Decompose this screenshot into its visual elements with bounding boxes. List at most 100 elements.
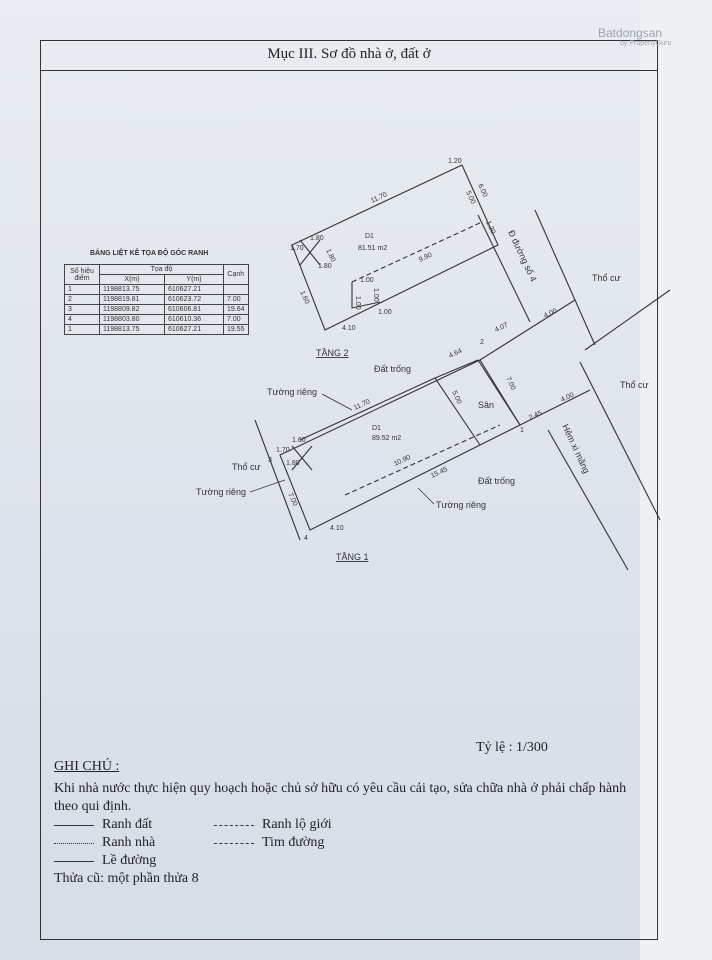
neighbor-right: [519, 389, 591, 426]
neighbor-left: [254, 419, 301, 541]
floor1-area: 89.52 m2: [372, 435, 401, 442]
title-divider: [40, 70, 658, 71]
diag-boundary: [584, 289, 671, 351]
legend-item: Tim đường: [214, 834, 374, 852]
floor2-dim-inner: 9.90: [418, 252, 433, 264]
alley-left: [547, 429, 629, 571]
legend-item: Lề đường: [54, 852, 214, 870]
dashed-line-icon: [214, 824, 254, 826]
floor1-yard-wall: [477, 359, 521, 426]
floor2-dim-mid-b: 1.00: [372, 288, 379, 302]
scale-label: Tỷ lệ : 1/300: [476, 740, 548, 755]
floor1-dim-l-a: 1.70: [276, 447, 290, 454]
point-2: 2: [480, 339, 484, 346]
notes-section: GHI CHÚ : Khi nhà nước thực hiện quy hoạ…: [54, 758, 644, 888]
floor1-dim-front-a: 4.64: [448, 348, 463, 360]
legend-row: Lề đường: [54, 852, 644, 870]
legend-item: Ranh lộ giới: [214, 816, 374, 834]
point-1: 1: [520, 427, 524, 434]
floor2-area: 81.51 m2: [358, 245, 387, 252]
notes-title: GHI CHÚ :: [54, 759, 120, 774]
legend-label: Tim đường: [262, 835, 325, 850]
floor1-room-edge: [299, 377, 481, 446]
leader-wall-3: [417, 487, 435, 505]
floor1-yard-line: [434, 359, 479, 379]
watermark-brand: Batdongsan: [598, 26, 663, 40]
legend-row: Ranh đất Ranh lộ giới: [54, 816, 644, 834]
street-line-right: [534, 209, 596, 346]
floor1-dim-far-right: 4.00: [543, 308, 558, 320]
watermark: Batdongsan by PropertyGuru: [598, 26, 671, 47]
floor2-dim-mid-a: 1.00: [360, 277, 374, 284]
resident-label-1: Thổ cư: [592, 273, 621, 283]
leader-wall-2: [249, 479, 286, 493]
floor2-room: D1: [365, 233, 374, 240]
legend-label: Lề đường: [102, 853, 157, 868]
old-plot-note: Thửa cũ: một phần thửa 8: [54, 871, 199, 886]
floor1-dim-l-c: 1.80: [286, 460, 300, 467]
floor2-dim-right-c: 1.20: [484, 220, 496, 235]
point-3: 3: [268, 457, 272, 464]
solid-line-icon: [54, 860, 94, 862]
resident-label-2: Thổ cư: [620, 380, 649, 390]
alley-right: [579, 361, 661, 521]
legend-label: Ranh lộ giới: [262, 817, 332, 832]
floor2-dim-left-a: 1.70: [290, 245, 304, 252]
page-title: Mục III. Sơ đồ nhà ở, đất ở: [267, 46, 431, 62]
resident-label-3: Thổ cư: [232, 462, 261, 472]
leader-wall-1: [321, 393, 353, 411]
notes-text: Khi nhà nước thực hiện quy hoạch hoặc ch…: [54, 781, 627, 814]
table-cell: 19.55: [223, 324, 249, 335]
floor2-cross-b: [299, 239, 321, 266]
legend-row: Ranh nhà Tim đường: [54, 834, 644, 852]
legend-item: Ranh đất: [54, 816, 214, 834]
floor2-dim-right-top: 1.20: [448, 158, 462, 165]
floor2-dim-mid-d: 1.00: [378, 309, 392, 316]
floor1-dim-top: 11.70: [353, 398, 371, 412]
yard-label: Sân: [478, 400, 494, 410]
document-frame: [40, 40, 658, 940]
point-4: 4: [304, 535, 308, 542]
floor1-label: TẦNG 1: [336, 552, 369, 562]
floor1-dim-right-edge: 2.45: [528, 410, 543, 422]
empty-land-2: Đất trống: [478, 476, 515, 486]
floor2-dim-right-a: 6.00: [476, 183, 488, 198]
floor1-room: D1: [372, 425, 381, 432]
legend-label: Ranh đất: [102, 817, 153, 832]
floor2-notch: [351, 282, 381, 309]
floor1-dim-bottom: 4.10: [330, 525, 344, 532]
alley-label: Hẻm xi măng: [560, 423, 591, 475]
floor2-dim-top: 11.70: [370, 191, 388, 205]
street-line-left: [477, 214, 531, 323]
adjacent-sheet: [640, 0, 712, 960]
floor1-dim-far-right2: 4.00: [560, 392, 575, 404]
floor1-dim-inner: 10.90: [393, 454, 412, 468]
floor2-dim-left-side: 1.60: [298, 290, 310, 305]
floor2-dim-left-b: 1.80: [310, 235, 324, 242]
floor1-inner-dashed: [344, 424, 501, 496]
floor2-dim-left-d: 1.80: [324, 248, 336, 263]
floor2-dim-bottom: 4.10: [342, 325, 356, 332]
floor1-dim-left: 7.00: [286, 492, 298, 507]
floor2-label: TẦNG 2: [316, 348, 349, 358]
floor2-dim-left-c: 1.80: [318, 263, 332, 270]
floor2-inner-dashed: [351, 221, 483, 283]
private-wall-2: Tường riêng: [196, 487, 246, 497]
street-label: Đ đường số 4: [506, 229, 539, 283]
watermark-sub: by PropertyGuru: [620, 40, 672, 47]
floor1-dim-yard-side: 7.00: [504, 376, 516, 391]
floor2-outline: [291, 164, 499, 331]
table-cell: 610627.21: [164, 324, 224, 335]
empty-land-1: Đất trống: [374, 364, 411, 374]
dash-dot-line-icon: [214, 842, 254, 844]
private-wall-1: Tường riêng: [267, 387, 317, 397]
solid-line-icon: [54, 824, 94, 826]
legend-item: Ranh nhà: [54, 834, 214, 852]
dotted-line-icon: [54, 842, 94, 844]
private-wall-3: Tường riêng: [436, 500, 486, 510]
floor2-dim-mid-c: 1.00: [354, 296, 361, 310]
